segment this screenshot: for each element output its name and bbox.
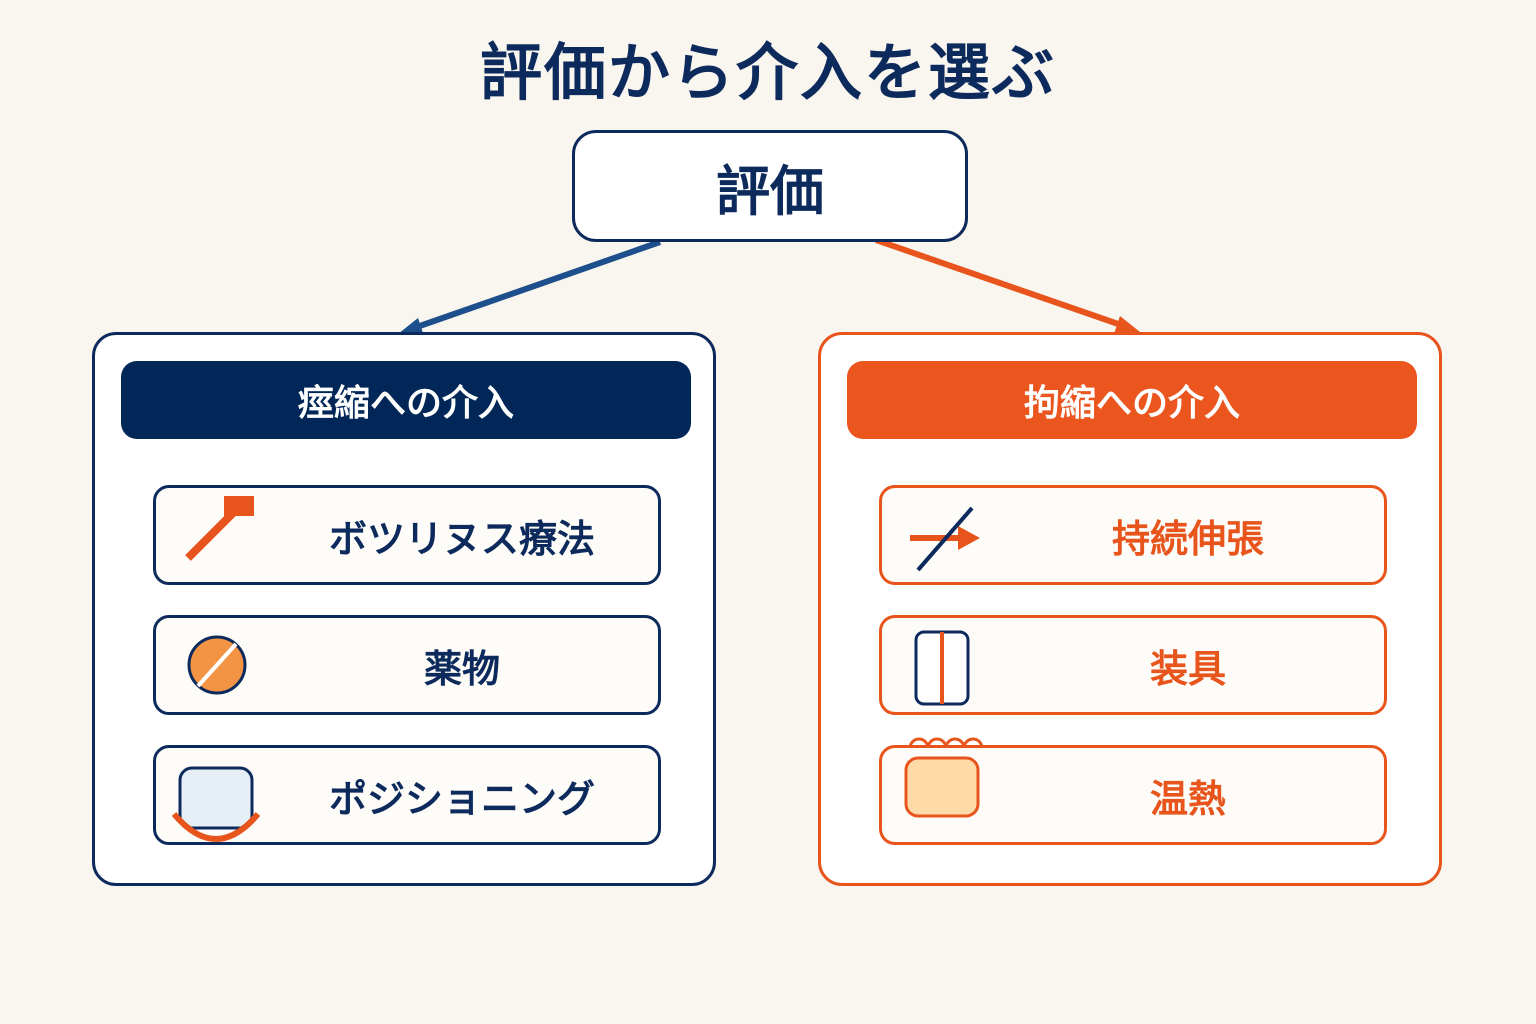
pill-icon [187, 635, 247, 695]
contracture-item-sustained-stretch: 持続伸張 [879, 485, 1387, 585]
arrow-to-spasticity [413, 239, 661, 331]
contracture-item-orthosis: 装具 [879, 615, 1387, 715]
assessment-label: 評価 [716, 159, 824, 223]
orthosis-label: 装具 [1149, 646, 1226, 691]
brace-icon [914, 630, 970, 706]
spasticity-panel: 痙縮への介入 ボツリヌス療法 薬物 ポジショニング [92, 332, 716, 886]
spasticity-item-medication: 薬物 [153, 615, 661, 715]
spasticity-item-positioning: ポジショニング [153, 745, 661, 845]
contracture-header-label: 拘縮への介入 [1023, 383, 1240, 424]
heat-pack-icon [904, 737, 984, 818]
arrow-head-spasticity [398, 318, 424, 336]
spasticity-header: 痙縮への介入 [121, 361, 691, 439]
botulinum-label: ボツリヌス療法 [328, 516, 595, 561]
spasticity-item-botulinum: ボツリヌス療法 [153, 485, 661, 585]
spasticity-header-label: 痙縮への介入 [297, 383, 514, 424]
positioning-label: ポジショニング [328, 776, 595, 821]
contracture-header: 拘縮への介入 [847, 361, 1417, 439]
assessment-box: 評価 [572, 130, 968, 242]
injection-icon [185, 496, 254, 561]
arrow-head-contracture [1114, 316, 1140, 334]
sustained-stretch-label: 持続伸張 [1111, 516, 1264, 561]
cushion-icon [171, 766, 261, 842]
page-title: 評価から介入を選ぶ [479, 36, 1056, 109]
contracture-panel: 拘縮への介入 持続伸張 装具 温熱 [818, 332, 1442, 886]
medication-label: 薬物 [423, 646, 500, 691]
contracture-item-heat: 温熱 [879, 737, 1387, 845]
arrow-to-contracture [875, 237, 1125, 329]
heat-label: 温熱 [1149, 776, 1226, 821]
stretch-icon [910, 506, 980, 572]
